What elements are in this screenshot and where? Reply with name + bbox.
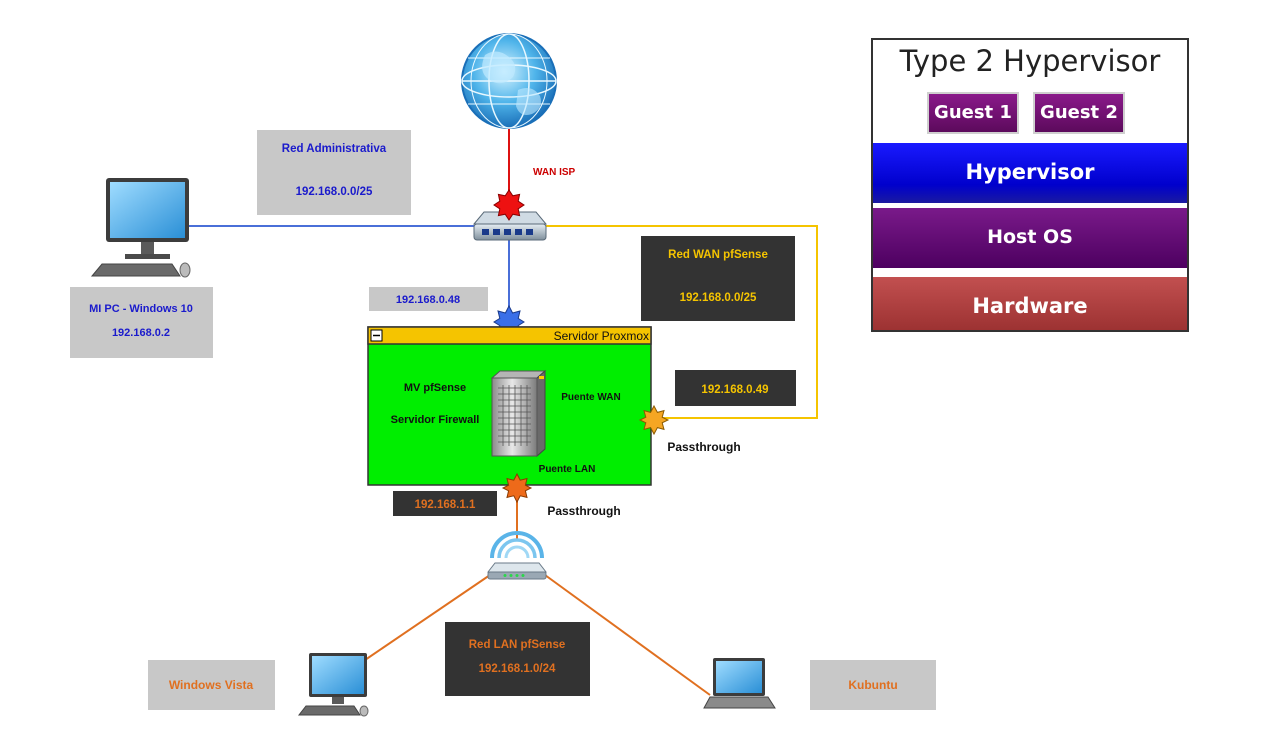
hypervisor-layer: Hypervisor	[873, 143, 1187, 203]
link-switch-wan-bridge	[546, 225, 818, 419]
proxmox-ip-box	[369, 287, 488, 311]
hypervisor-diagram-panel: Type 2 Hypervisor Guest 1 Guest 2 Hyperv…	[871, 38, 1189, 332]
wifi-router-icon	[486, 531, 548, 580]
wan-isp-label: WAN ISP	[533, 167, 576, 178]
red-wan-box	[641, 236, 795, 321]
admin-pc-monitor-icon	[90, 178, 191, 278]
lan-port-star-icon	[501, 472, 533, 504]
proxmox-ip: 192.168.0.48	[396, 294, 460, 306]
host-os-layer: Host OS	[873, 208, 1187, 268]
hardware-layer: Hardware	[873, 277, 1187, 330]
wan-bridge-ip-box	[675, 370, 796, 406]
wan-bridge-ip: 192.168.0.49	[701, 384, 768, 396]
vista-pc-monitor-icon	[297, 653, 369, 717]
admin-pc-label-box	[70, 287, 213, 358]
servidor-firewall-label: Servidor Firewall	[391, 414, 480, 426]
guest-1-block: Guest 1	[927, 92, 1019, 134]
proxmox-title: Servidor Proxmox	[554, 329, 649, 343]
kubuntu-label: Kubuntu	[848, 678, 897, 692]
internet-globe-icon	[461, 33, 557, 129]
red-administrativa-subnet: 192.168.0.0/25	[296, 186, 373, 198]
guest-2-block: Guest 2	[1033, 92, 1125, 134]
puente-wan-label: Puente WAN	[561, 392, 620, 403]
collapse-icon[interactable]	[370, 329, 383, 342]
wan-isp-port-star-icon	[493, 189, 525, 221]
passthrough-lan-label: Passthrough	[547, 504, 620, 518]
puente-lan-label: Puente LAN	[539, 464, 596, 475]
hypervisor-panel-title: Type 2 Hypervisor	[899, 44, 1161, 78]
lan-gateway-ip: 192.168.1.1	[415, 499, 476, 511]
admin-pc-name: MI PC - Windows 10	[89, 303, 193, 315]
wan-bridge-star-icon	[638, 404, 670, 436]
link-router-kubuntu	[544, 574, 711, 696]
pfsense-server-icon	[490, 369, 547, 458]
admin-pc-ip: 192.168.0.2	[112, 327, 170, 339]
main-switch-icon	[472, 211, 548, 241]
link-router-vista	[364, 574, 491, 661]
red-lan-subnet: 192.168.1.0/24	[479, 663, 556, 675]
windows-vista-label: Windows Vista	[169, 678, 254, 692]
red-lan-title: Red LAN pfSense	[469, 639, 566, 651]
red-administrativa-box	[257, 130, 411, 215]
red-wan-subnet: 192.168.0.0/25	[680, 292, 757, 304]
mv-pfsense-label: MV pfSense	[404, 382, 466, 394]
lan-gateway-ip-box	[393, 491, 497, 516]
red-wan-title: Red WAN pfSense	[668, 249, 768, 261]
proxmox-header-bar	[367, 326, 652, 345]
kubuntu-laptop-icon	[703, 658, 776, 709]
kubuntu-label-box	[810, 660, 936, 710]
red-lan-box	[445, 622, 590, 696]
passthrough-wan-label: Passthrough	[667, 440, 740, 454]
windows-vista-label-box	[148, 660, 275, 710]
red-administrativa-title: Red Administrativa	[282, 143, 387, 155]
